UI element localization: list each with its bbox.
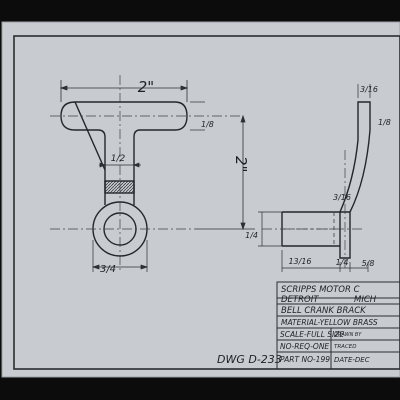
dim-side-len3-label: 5/8 <box>362 259 375 268</box>
dim-height-main-label: 2" <box>232 156 250 172</box>
title-block <box>276 281 400 370</box>
dwg-number: DWG D-233 <box>217 353 282 366</box>
dim-eye-width-label: 3/4 <box>100 264 116 275</box>
tb-part-name: BELL CRANK BRACK <box>281 306 367 316</box>
side-centerlines <box>262 150 365 270</box>
dim-width-top-label: 2" <box>138 78 154 96</box>
dim-side-top-label: 3/16 <box>360 85 378 94</box>
drawing-border <box>13 35 400 370</box>
section-hatch <box>104 180 135 194</box>
tb-part-no: PART NO-199 <box>280 355 330 364</box>
tb-date: DATE-DEC <box>334 356 370 364</box>
dim-stem-width-label: 1/2 <box>111 154 126 164</box>
front-centerlines <box>50 75 240 270</box>
tb-material: MATERIAL-YELLOW BRASS <box>281 318 378 327</box>
dim-side-len2-label: 1/4 <box>336 258 349 267</box>
tb-company-line1: SCRIPPS MOTOR C <box>281 285 360 295</box>
dim-side-curve-label: 1/8 <box>378 118 391 127</box>
dim-side-lengths <box>281 250 369 272</box>
tb-company-line2b: MICH <box>354 295 377 305</box>
dim-eye-width <box>91 240 149 272</box>
title-block-text: SCRIPPS MOTOR C DETROIT MICH BELL CRANK … <box>280 285 378 364</box>
t-bracket-outline <box>60 101 188 171</box>
dim-side-len1-label: 13/16 <box>288 257 311 266</box>
dim-side-top <box>357 84 371 98</box>
side-hidden-lines <box>282 212 335 246</box>
tb-traced: TRACED <box>334 344 357 350</box>
tb-company-line2a: DETROIT <box>281 295 319 305</box>
paper <box>2 22 400 377</box>
dim-stem-width <box>99 162 141 168</box>
tb-no-req: NO-REQ-ONE <box>280 342 329 351</box>
dim-width-top <box>59 80 189 102</box>
dim-thickness-top <box>190 101 205 131</box>
tb-drawn-by: DRAWN BY <box>334 332 362 338</box>
dim-side-bend-label: 3/16 <box>333 193 351 202</box>
side-profile <box>339 101 371 259</box>
tb-scale: SCALE-FULL SIZE <box>280 330 344 339</box>
dim-side-offset <box>258 211 282 247</box>
dim-height-main <box>195 114 255 231</box>
dim-thickness-top-label: 1/8 <box>201 120 214 129</box>
dim-side-offset-label: 1/4 <box>245 231 258 240</box>
